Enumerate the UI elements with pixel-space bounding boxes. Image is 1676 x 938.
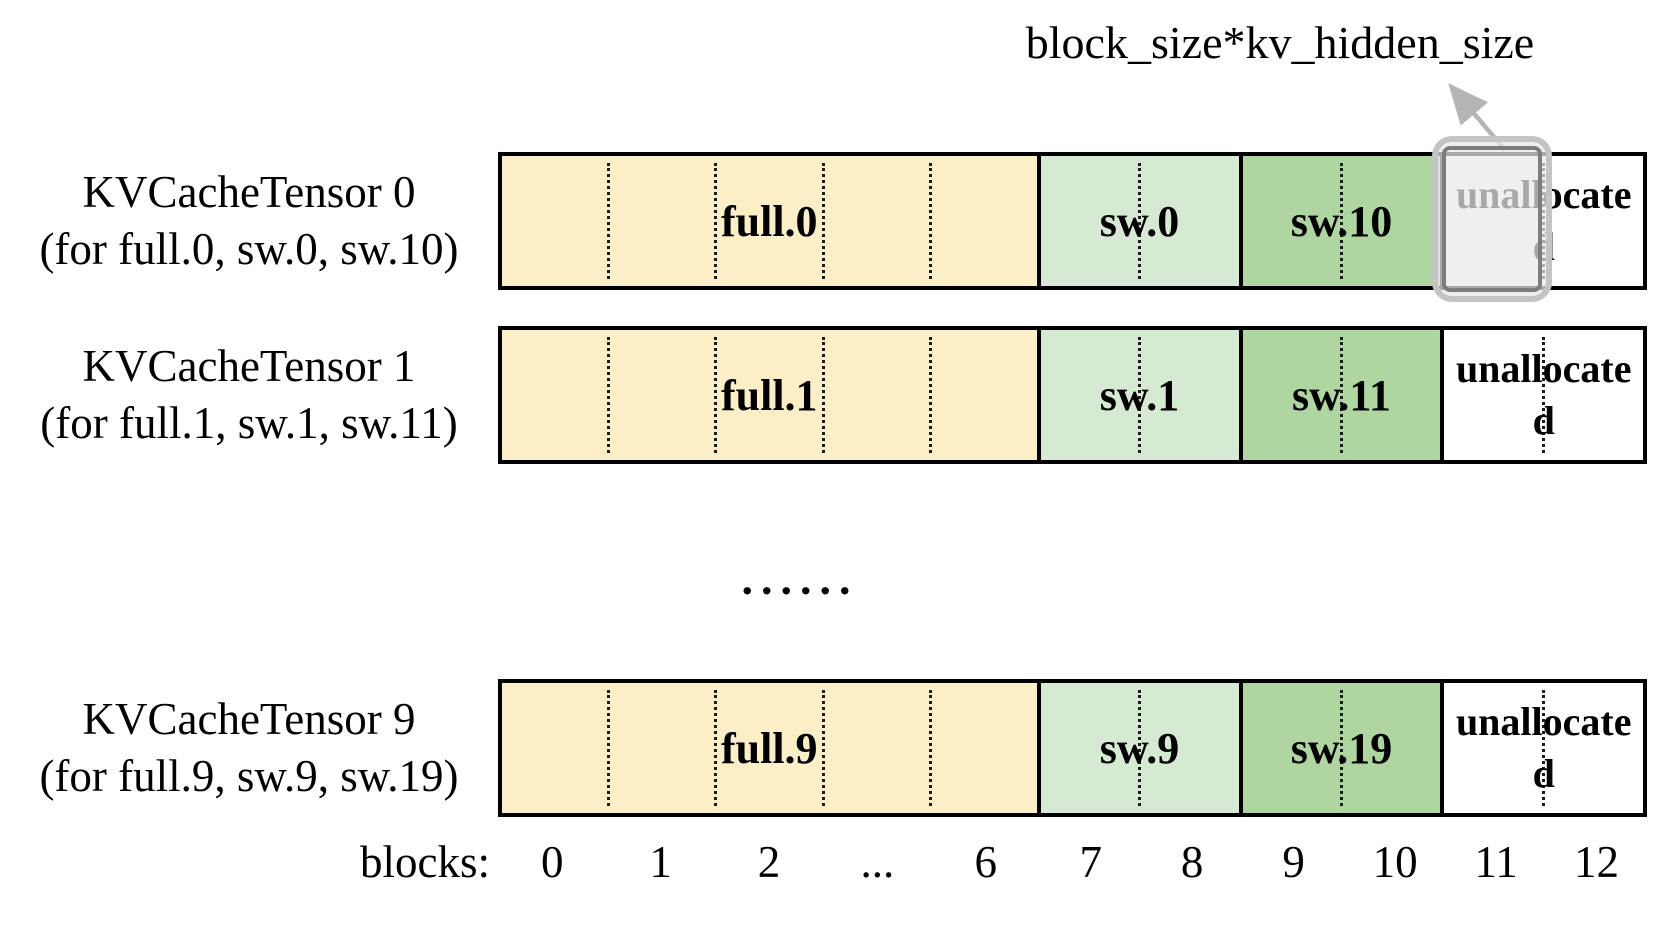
unallocated-section: unallocated <box>1444 683 1643 813</box>
unallocated-section-label: unallocated <box>1455 346 1632 443</box>
row-subtitle: (for full.0, sw.0, sw.10) <box>39 224 459 274</box>
block-cell <box>825 163 933 279</box>
full-section: full.9 <box>502 683 1041 813</box>
tensor-row: KVCacheTensor 1 (for full.1, sw.1, sw.11… <box>0 326 1676 464</box>
axis-label: 12 <box>1574 837 1620 887</box>
block-cells <box>1041 330 1239 460</box>
block-cell <box>1243 690 1343 806</box>
block-cells <box>502 156 1037 286</box>
block-cell <box>1444 690 1546 806</box>
sw-section-label: sw.0 <box>1099 196 1180 246</box>
block-cell <box>610 690 718 806</box>
axis-label: 7 <box>1079 837 1102 887</box>
highlight-overlay <box>1432 136 1553 302</box>
axis-prefix: blocks: <box>360 837 490 887</box>
unallocated-section: unallocated <box>1432 136 1643 302</box>
block-cell <box>502 690 610 806</box>
block-cells <box>1041 683 1239 813</box>
sw2-section: sw.10 <box>1242 156 1445 286</box>
row-label: KVCacheTensor 9 (for full.9, sw.9, sw.19… <box>0 679 498 817</box>
block-cell <box>610 337 718 453</box>
tensor-row: KVCacheTensor 0 (for full.0, sw.0, sw.10… <box>0 136 1676 302</box>
blocks-axis: 0 1 2 ... 6 7 8 9 10 11 12 <box>498 836 1647 896</box>
unallocated-section: unallocated <box>1444 330 1643 460</box>
axis-label: 8 <box>1180 837 1204 887</box>
block-cell <box>717 337 825 453</box>
block-cells <box>1041 156 1239 286</box>
block-cells <box>502 683 1037 813</box>
axis-label: ... <box>860 837 895 887</box>
block-cells <box>1444 683 1643 813</box>
kv-cache-bar: full.9 sw.9 sw.19 unallocated <box>498 679 1647 817</box>
row-title: KVCacheTensor 1 <box>82 341 416 392</box>
full-section-label: full.9 <box>720 723 818 773</box>
block-cells <box>502 330 1037 460</box>
block-cell <box>610 163 718 279</box>
kv-cache-bar: full.0 sw.0 sw.10 unallocated <box>498 136 1647 302</box>
full-section: full.1 <box>502 330 1041 460</box>
sw2-section: sw.11 <box>1242 330 1445 460</box>
tensor-row: KVCacheTensor 9 (for full.9, sw.9, sw.19… <box>0 679 1676 817</box>
sw-section-label: sw.1 <box>1099 370 1180 420</box>
block-cell <box>1041 690 1142 806</box>
block-cell <box>502 337 610 453</box>
block-cell <box>1243 163 1343 279</box>
axis-label: 6 <box>974 837 998 887</box>
row-label: KVCacheTensor 0 (for full.0, sw.0, sw.10… <box>0 152 498 290</box>
row-title: KVCacheTensor 0 <box>82 167 416 218</box>
axis-label: 11 <box>1474 837 1518 887</box>
sw-section: sw.9 <box>1040 683 1243 813</box>
axis-label: 0 <box>540 837 564 887</box>
block-cell <box>825 690 933 806</box>
row-title: KVCacheTensor 9 <box>82 694 416 745</box>
block-cell <box>1041 337 1142 453</box>
sw2-section-label: sw.19 <box>1290 723 1393 773</box>
highlight-overlay-inner <box>1442 146 1543 292</box>
block-cell <box>1444 337 1546 453</box>
row-subtitle: (for full.1, sw.1, sw.11) <box>40 398 458 448</box>
axis-label: 10 <box>1372 837 1418 887</box>
block-cell <box>502 163 610 279</box>
block-cells <box>1243 683 1441 813</box>
block-cells <box>1243 330 1441 460</box>
block-cell <box>1243 337 1343 453</box>
full-section: full.0 <box>502 156 1041 286</box>
sw2-section-label: sw.10 <box>1290 196 1393 246</box>
row-subtitle: (for full.9, sw.9, sw.19) <box>39 751 459 801</box>
sw2-section: sw.19 <box>1242 683 1445 813</box>
block-cell <box>1041 163 1142 279</box>
full-section-label: full.1 <box>720 370 818 420</box>
kv-cache-bar: full.1 sw.1 sw.11 unallocated <box>498 326 1647 464</box>
axis-label: 2 <box>757 837 781 887</box>
axis-label: 9 <box>1282 837 1305 887</box>
unallocated-section-label: unallocated <box>1455 699 1632 796</box>
row-label: KVCacheTensor 1 (for full.1, sw.1, sw.11… <box>0 326 498 464</box>
axis-label: 1 <box>649 837 672 887</box>
block-cells <box>1444 330 1643 460</box>
ellipsis: ...... <box>741 553 859 604</box>
sw-section: sw.0 <box>1040 156 1243 286</box>
block-cell <box>717 690 825 806</box>
annotation-label: block_size*kv_hidden_size <box>1025 17 1535 68</box>
block-cell <box>825 337 933 453</box>
sw-section: sw.1 <box>1040 330 1243 460</box>
full-section-label: full.0 <box>720 196 818 246</box>
block-cells <box>1243 156 1441 286</box>
block-cell <box>717 163 825 279</box>
sw2-section-label: sw.11 <box>1291 370 1391 420</box>
sw-section-label: sw.9 <box>1099 723 1180 773</box>
